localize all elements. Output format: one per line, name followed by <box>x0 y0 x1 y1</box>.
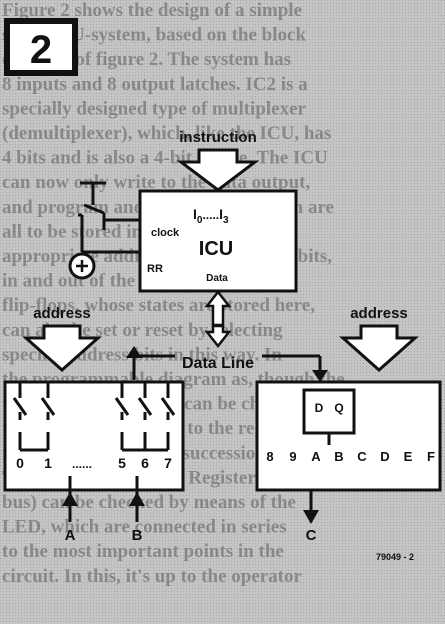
icu-label: ICU <box>199 238 233 260</box>
switch-contact <box>114 397 130 416</box>
output-latch-label: B <box>334 449 343 464</box>
background-text-line: small ICU-system, based on the block <box>2 25 306 46</box>
output-latch-label: E <box>404 449 413 464</box>
clock-switch <box>78 181 140 230</box>
switch-contact <box>40 397 56 416</box>
io-range-label: I0.....I3 <box>193 206 229 226</box>
figure-code: 79049 - 2 <box>376 552 414 562</box>
switch-contact <box>137 397 153 416</box>
switch-label: 6 <box>141 455 149 471</box>
switch-label: 5 <box>118 455 126 471</box>
data-arrow-down <box>204 324 232 349</box>
switch-label: 7 <box>164 455 172 471</box>
output-latch-label: 8 <box>266 449 273 464</box>
switch-label: 0 <box>16 455 24 471</box>
background-text-line: flip-flops, whose states are stored here… <box>2 295 315 316</box>
input-b-label: B <box>132 527 143 544</box>
switch-contact <box>160 397 176 416</box>
flipflop-cell <box>302 388 356 435</box>
background-text-line: circuit. In this, it's up to the operato… <box>2 566 303 587</box>
data-bus-right-arrowhead <box>312 370 328 382</box>
data-bus-left-arrowhead <box>126 346 142 358</box>
figure-number-block: 2 <box>4 18 78 76</box>
background-text-line: 4 bits and is also a 4-bit device. The I… <box>2 148 328 169</box>
background-text-line: (demultiplexer), which, like the ICU, ha… <box>2 123 331 144</box>
background-text-line: Figure 2 shows the design of a simple <box>2 0 302 21</box>
output-latch-label: D <box>380 449 389 464</box>
input-a-label: A <box>65 527 76 544</box>
background-text-line: to the most important points in the <box>2 541 284 562</box>
icu-block: I0.....I3 ICU clock RR Data <box>138 189 298 293</box>
background-text-line: bus) can be checked by means of the <box>2 492 296 513</box>
address-left-arrow <box>22 324 102 373</box>
rr-label: RR <box>147 263 163 275</box>
output-latch-label: A <box>311 449 321 464</box>
data-pin-label: Data <box>206 273 228 284</box>
output-c-label: C <box>306 527 317 544</box>
output-latch-label: 9 <box>289 449 296 464</box>
instruction-label: instruction <box>179 129 257 146</box>
address-right-arrow <box>339 324 419 373</box>
rr-led-indicator <box>68 244 140 280</box>
data-line-label: Data Line <box>182 355 254 372</box>
flipflop-q-label: Q <box>334 401 343 415</box>
figure-number: 2 <box>30 28 52 72</box>
background-text-line: LED, which are connected in series <box>2 517 287 538</box>
background-text-line: specially designed type of multiplexer <box>2 98 307 119</box>
instruction-arrow <box>176 148 260 192</box>
switch-label: 1 <box>44 455 52 471</box>
clock-label: clock <box>151 227 180 239</box>
address-right-label: address <box>350 305 408 322</box>
output-latch-label: C <box>357 449 367 464</box>
switch-label: ...... <box>72 457 92 471</box>
flipflop-d-label: D <box>315 401 324 415</box>
background-text-line: 8 inputs and 8 output latches. IC2 is a <box>2 74 308 95</box>
output-latch-label: F <box>427 449 435 464</box>
switch-contact <box>12 397 28 416</box>
address-left-label: address <box>33 305 91 322</box>
